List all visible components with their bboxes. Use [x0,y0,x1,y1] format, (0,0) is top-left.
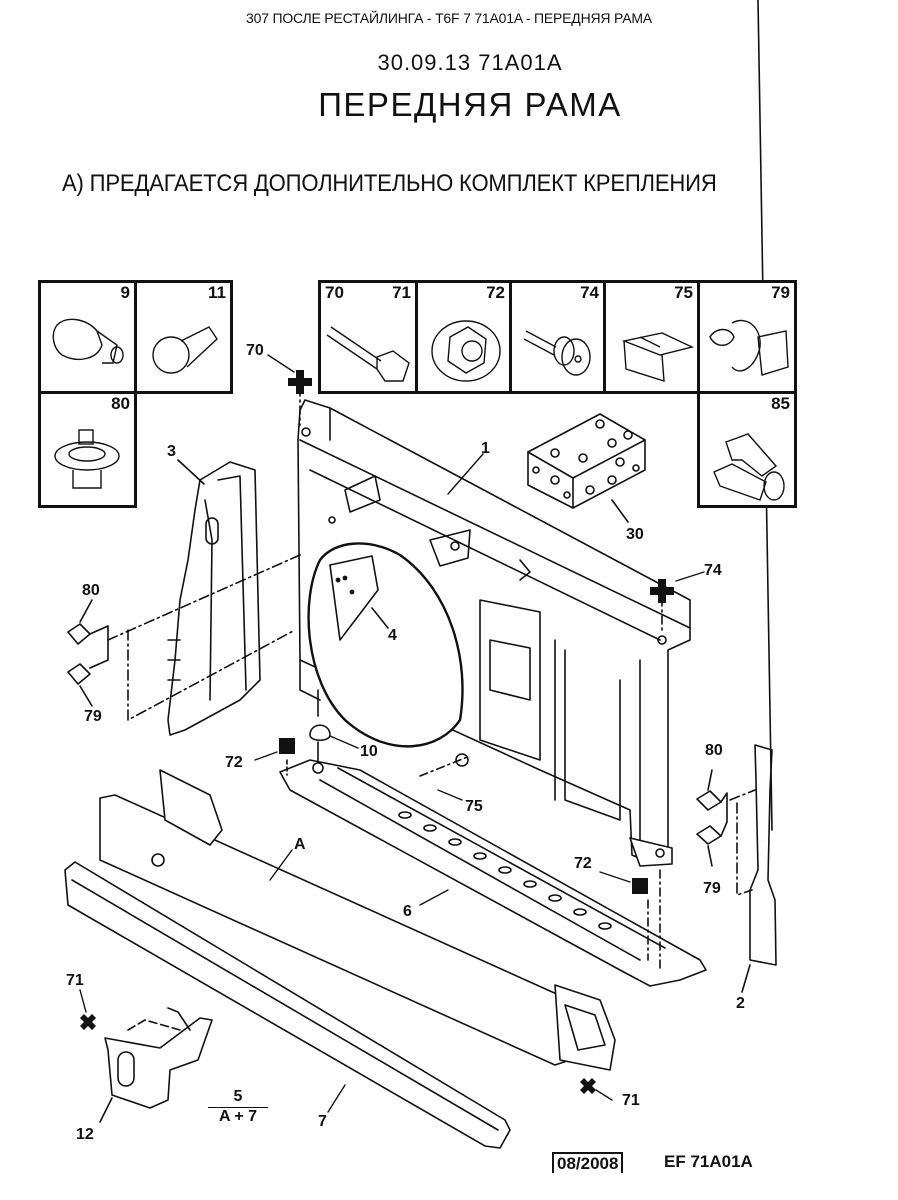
plug-icon [52,318,124,364]
callout-70: 70 [246,342,264,359]
stud-bolt-icon [523,330,591,376]
bolt-74-marker [650,579,674,603]
legend-cell-75: 75 [603,280,700,394]
callout-6: 6 [403,903,412,920]
nut-72-left-marker [279,738,295,754]
legend-cell-79: 79 [697,280,797,394]
footer-date: 08/2008 [552,1152,624,1173]
legend-number: 79 [771,283,790,302]
clip-fastener-icon [709,319,789,376]
bolt-70-marker [288,370,312,394]
leader-lines [79,354,705,1113]
left-clips-80-79 [67,554,301,721]
right-clips-80-79 [696,769,756,896]
legend-cell-9: 9 [38,280,137,394]
fan-shroud-part-4 [307,542,464,748]
legend-number: 70 [325,283,344,302]
crossmember-slots [398,811,612,930]
fastener-markers [80,370,674,1094]
left-deflector-part-3 [167,459,261,736]
fraction-numerator: 5 [208,1088,268,1108]
fraction-denominator: A + 7 [218,1108,258,1125]
legend-number: 75 [674,283,693,302]
legend-number: 74 [580,283,599,302]
callout-1: 1 [481,440,490,457]
callout-72-right: 72 [574,855,592,872]
legend-cell-74: 74 [509,280,606,394]
legend-number: 72 [486,283,505,302]
callout-12: 12 [76,1126,94,1143]
push-clip-icon [54,429,120,489]
legend-cell-80: 80 [38,391,137,508]
callout-79-right: 79 [703,880,721,897]
legend-cell-70-71: 70 71 [318,280,418,394]
bolt-icon [326,326,410,382]
bolt-71-right-marker [580,1078,596,1094]
callout-3: 3 [167,443,176,460]
callout-74: 74 [704,562,722,579]
callout-2: 2 [736,995,745,1012]
callout-7: 7 [318,1113,327,1130]
callout-72-left: 72 [225,754,243,771]
callout-A: A [294,836,306,853]
legend-cell-72: 72 [415,280,512,394]
legend-cell-11: 11 [134,280,233,394]
breadcrumb: 307 ПОСЛЕ РЕСТАЙЛИНГА - T6F 7 71A01A - П… [246,10,652,26]
flange-nut-icon [431,320,501,382]
bumper-beam-part-7 [64,769,616,1149]
callout-80-left: 80 [82,582,100,599]
ball-plug-icon [152,326,218,374]
bracket-clip-icon [713,433,785,501]
legend-cell-85: 85 [697,391,797,508]
callout-79-left: 79 [84,708,102,725]
spring-clip-icon [621,332,695,382]
legend-number: 71 [392,283,411,302]
callout-75: 75 [465,798,483,815]
fastener-kit-note: А) ПРЕДАГАЕТСЯ ДОПОЛНИТЕЛЬНО КОМПЛЕКТ КР… [62,170,717,197]
assembly-fraction: 5 A + 7 [208,1088,268,1126]
legend-number: 80 [111,394,130,413]
diagram-code: 30.09.13 71A01A [377,50,563,75]
callout-30: 30 [626,526,644,543]
legend-number: 85 [771,394,790,413]
callout-80-right: 80 [705,742,723,759]
lower-crossmember-part-6 [279,689,707,987]
callout-71-right: 71 [622,1092,640,1109]
callout-4: 4 [388,627,397,644]
callout-10: 10 [360,743,378,760]
bracket-part-12 [99,1007,213,1123]
nut-72-right-marker [632,878,648,894]
legend-number: 11 [208,283,226,302]
callout-71-left: 71 [66,972,84,989]
legend-number: 9 [120,283,130,302]
bolt-71-left-marker [80,1014,96,1030]
footer-reference: EF 71A01A [664,1152,753,1171]
page-title: ПЕРЕДНЯЯ РАМА [318,86,622,123]
fastener-kit-box-part-30 [527,413,646,523]
